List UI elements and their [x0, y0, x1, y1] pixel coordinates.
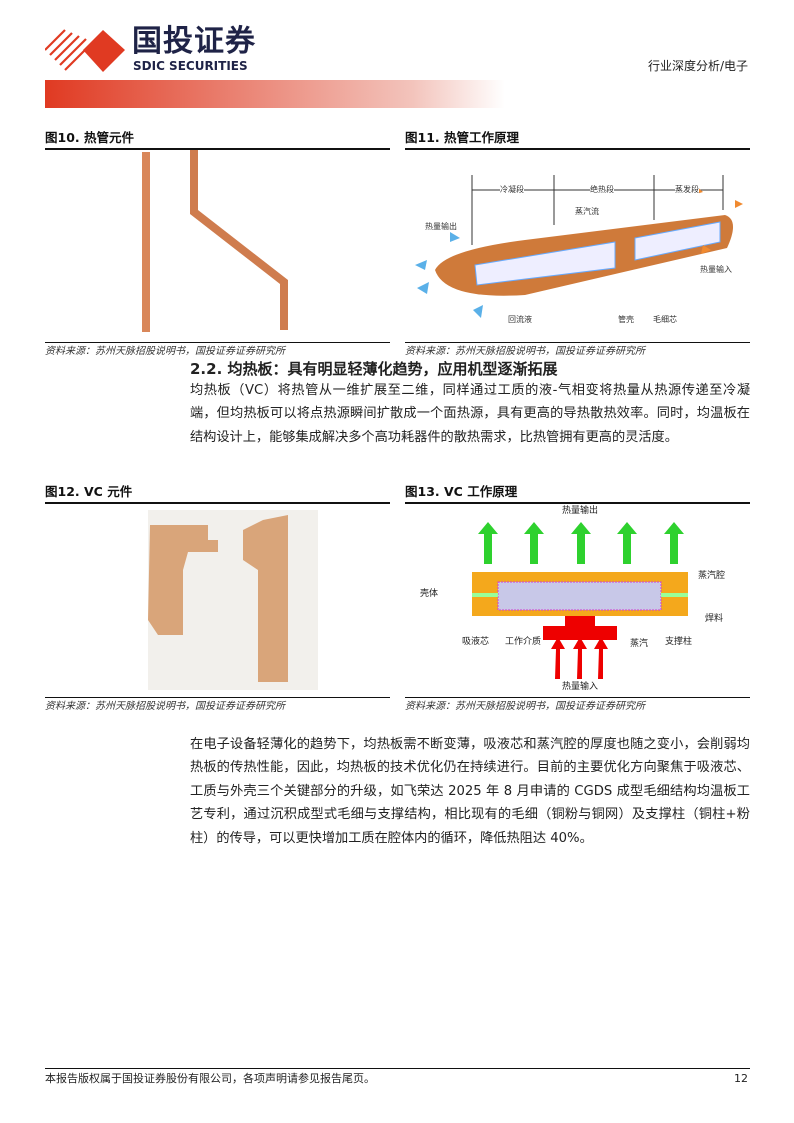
footer-divider: [45, 1068, 750, 1069]
divider: [405, 342, 750, 343]
figure-11-source: 资料来源：苏州天脉招股说明书，国投证券证券研究所: [405, 346, 645, 357]
figure-11-title: 图11. 热管工作原理: [405, 130, 519, 145]
report-category: 行业深度分析/电子: [647, 59, 748, 73]
paragraph: 均热板（VC）将热管从一维扩展至二维，同样通过工质的液-气相变将热量从热源传递至…: [190, 383, 750, 445]
label-vapor-flow: 蒸汽流: [575, 207, 599, 216]
label-heat-in: 热量输入: [562, 682, 599, 692]
page-number: 12: [734, 1072, 748, 1085]
logo-text-cn: 国投证券: [132, 24, 256, 59]
label-solder: 焊料: [705, 614, 724, 624]
figure-12-source: 资料来源：苏州天脉招股说明书，国投证券证券研究所: [45, 701, 285, 712]
vc-component-image: [148, 510, 318, 694]
divider: [45, 502, 390, 504]
divider: [405, 148, 750, 150]
footer-disclaimer: 本报告版权属于国投证券股份有限公司，各项声明请参见报告尾页。: [45, 1072, 375, 1085]
label-return-liquid: 回流液: [508, 315, 532, 324]
label-adiabatic: 绝热段: [590, 185, 614, 195]
divider: [45, 148, 390, 150]
figure-12-title: 图12. VC 元件: [45, 484, 133, 499]
label-shell: 壳体: [420, 589, 439, 599]
header-band: [45, 80, 505, 108]
figure-10-source: 资料来源：苏州天脉招股说明书，国投证券证券研究所: [45, 346, 285, 357]
divider: [45, 697, 390, 698]
label-vapor: 蒸汽: [630, 639, 649, 649]
section-heading: 2.2. 均热板：具有明显轻薄化趋势，应用机型逐渐拓展: [190, 360, 558, 378]
label-heat-in: 热量输入: [700, 265, 732, 274]
heat-pipe-diagram: 冷凝段 绝热段 蒸发段 热量输出 蒸汽流 热量输入 回流液 管壳 毛细芯: [405, 170, 750, 330]
label-vapor-chamber: 蒸汽腔: [698, 571, 726, 581]
divider: [405, 697, 750, 698]
label-wick: 吸液芯: [462, 637, 490, 647]
label-shell: 管壳: [618, 315, 634, 324]
divider: [405, 502, 750, 504]
figure-13-title: 图13. VC 工作原理: [405, 484, 518, 499]
label-pillar: 支撑柱: [665, 637, 693, 647]
logo-text-en: SDIC SECURITIES: [133, 59, 248, 73]
heat-pipe-image: [120, 150, 320, 344]
label-condenser: 冷凝段: [500, 185, 524, 195]
divider: [45, 342, 390, 343]
logo-mark: [44, 28, 127, 72]
label-working-medium: 工作介质: [505, 637, 542, 647]
label-heat-out: 热量输出: [562, 506, 599, 516]
vc-diagram: 热量输出 壳体 蒸汽腔 焊料 吸液芯 工作介质 蒸汽 支撑柱 热量输入: [400, 504, 750, 696]
figure-13-source: 资料来源：苏州天脉招股说明书，国投证券证券研究所: [405, 701, 645, 712]
label-evaporator: 蒸发段: [675, 185, 699, 195]
label-wick: 毛细芯: [653, 315, 677, 324]
figure-10-title: 图10. 热管元件: [45, 130, 134, 145]
label-heat-out: 热量输出: [425, 222, 457, 231]
paragraph: 在电子设备轻薄化的趋势下，均热板需不断变薄，吸液芯和蒸汽腔的厚度也随之变小，会削…: [190, 737, 750, 846]
